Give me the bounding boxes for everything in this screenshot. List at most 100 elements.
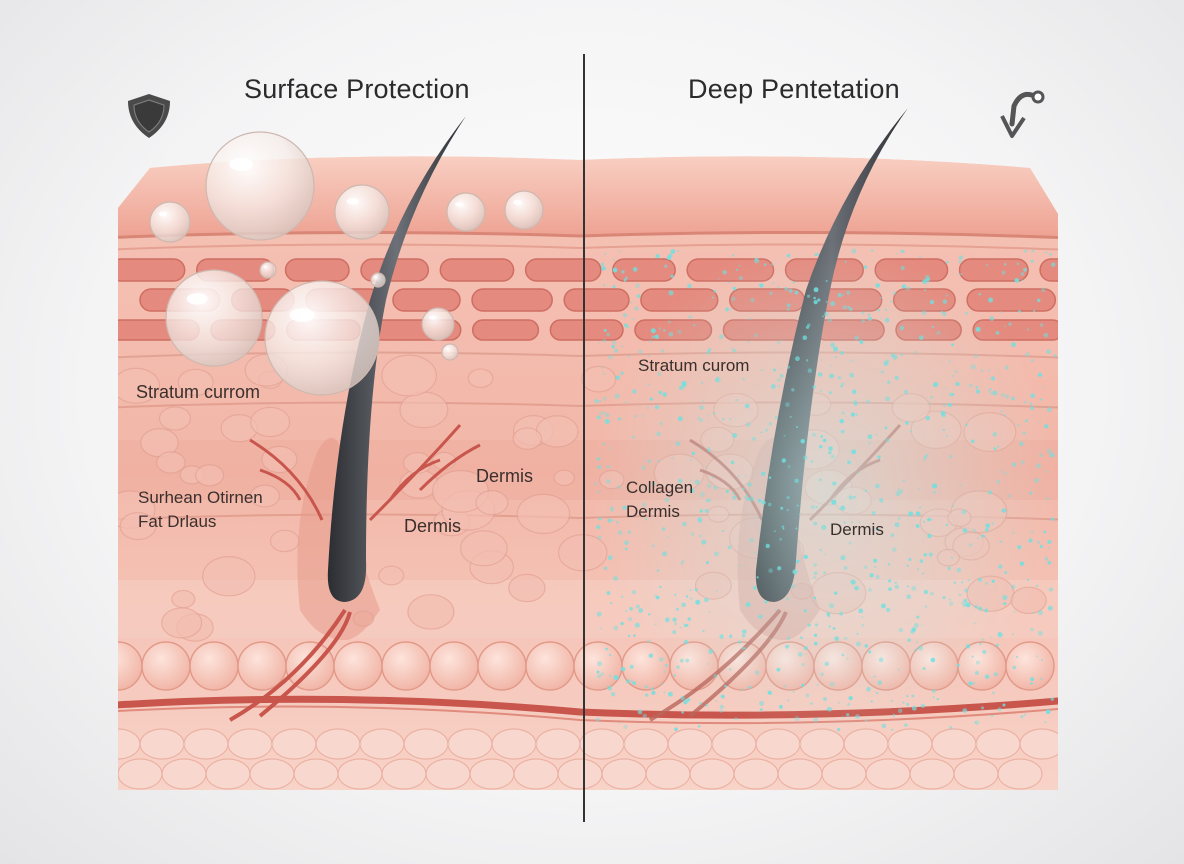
particle: [760, 431, 763, 434]
particle: [1046, 407, 1052, 413]
particle: [603, 283, 606, 286]
particle: [1016, 262, 1020, 266]
particle: [785, 597, 789, 601]
particle: [828, 450, 832, 455]
particle: [604, 418, 610, 424]
particle: [744, 647, 746, 650]
particle: [916, 640, 919, 643]
particle: [796, 425, 799, 428]
particle: [621, 595, 624, 598]
particle: [685, 658, 690, 663]
particle: [805, 325, 810, 329]
bubble: [264, 280, 380, 396]
particle: [627, 326, 630, 329]
particle: [1001, 508, 1007, 513]
particle: [713, 673, 718, 679]
particle: [706, 352, 709, 355]
particle: [637, 709, 643, 715]
particle: [848, 307, 853, 312]
particle: [626, 679, 631, 684]
particle: [1046, 448, 1052, 454]
particle: [842, 305, 847, 310]
particle: [657, 459, 660, 462]
particle: [756, 576, 759, 579]
particle: [905, 286, 911, 291]
particle: [647, 639, 651, 644]
particle: [915, 524, 920, 528]
particle: [974, 604, 978, 609]
bubble: [441, 343, 459, 361]
particle: [695, 599, 701, 605]
particle: [974, 721, 977, 724]
particle: [1030, 393, 1036, 399]
particle: [757, 498, 762, 503]
particle: [861, 616, 864, 618]
particle: [764, 600, 768, 604]
particle: [596, 490, 600, 494]
particle: [618, 722, 620, 724]
skin-cell: [471, 288, 553, 312]
particle: [786, 303, 791, 308]
particle: [961, 581, 964, 584]
particle: [919, 559, 924, 563]
particle: [892, 547, 897, 552]
particle: [908, 511, 914, 517]
particle: [815, 505, 818, 508]
hypodermis-cell: [513, 758, 559, 790]
particle: [930, 591, 934, 596]
particle: [705, 466, 708, 469]
particle: [992, 431, 998, 437]
particle: [922, 279, 928, 285]
particle: [624, 323, 629, 328]
particle: [1039, 453, 1044, 458]
fat-cell: [333, 641, 383, 691]
particle: [828, 446, 833, 451]
particle: [659, 585, 662, 589]
bubble: [504, 190, 544, 230]
hypodermis-cell: [161, 758, 207, 790]
particle: [858, 471, 860, 474]
particle: [713, 485, 718, 490]
particle: [813, 575, 817, 579]
particle: [674, 727, 678, 732]
hypodermis-cell: [865, 758, 911, 790]
hypodermis-cell: [183, 728, 229, 760]
particle: [632, 681, 637, 686]
particle: [829, 373, 835, 379]
particle: [798, 512, 801, 515]
bubble: [421, 307, 455, 341]
particle: [932, 482, 936, 486]
dermis-cell: [171, 589, 196, 609]
particle: [810, 702, 813, 705]
particle: [917, 487, 920, 490]
particle: [706, 446, 711, 451]
particle: [713, 551, 719, 557]
particle: [1004, 365, 1009, 370]
particle: [949, 726, 953, 730]
particle: [732, 348, 736, 353]
left-dermis-upper-label: Dermis: [476, 466, 533, 486]
particle: [706, 414, 709, 417]
particle: [914, 351, 918, 354]
particle: [628, 617, 633, 622]
particle: [902, 701, 905, 704]
particle: [837, 701, 840, 704]
particle: [1042, 386, 1045, 389]
particle: [679, 626, 682, 629]
particle: [601, 266, 606, 271]
particle: [604, 252, 607, 255]
dermis-cell: [381, 354, 438, 397]
particle: [757, 615, 760, 618]
particle: [630, 680, 634, 683]
particle: [819, 445, 823, 449]
particle: [858, 521, 861, 523]
particle: [734, 717, 738, 721]
particle: [855, 413, 858, 416]
particle: [730, 460, 735, 465]
particle: [738, 640, 742, 644]
hypodermis-cell: [381, 758, 427, 790]
particle: [791, 584, 796, 589]
particle: [985, 523, 991, 528]
particle: [920, 624, 923, 627]
